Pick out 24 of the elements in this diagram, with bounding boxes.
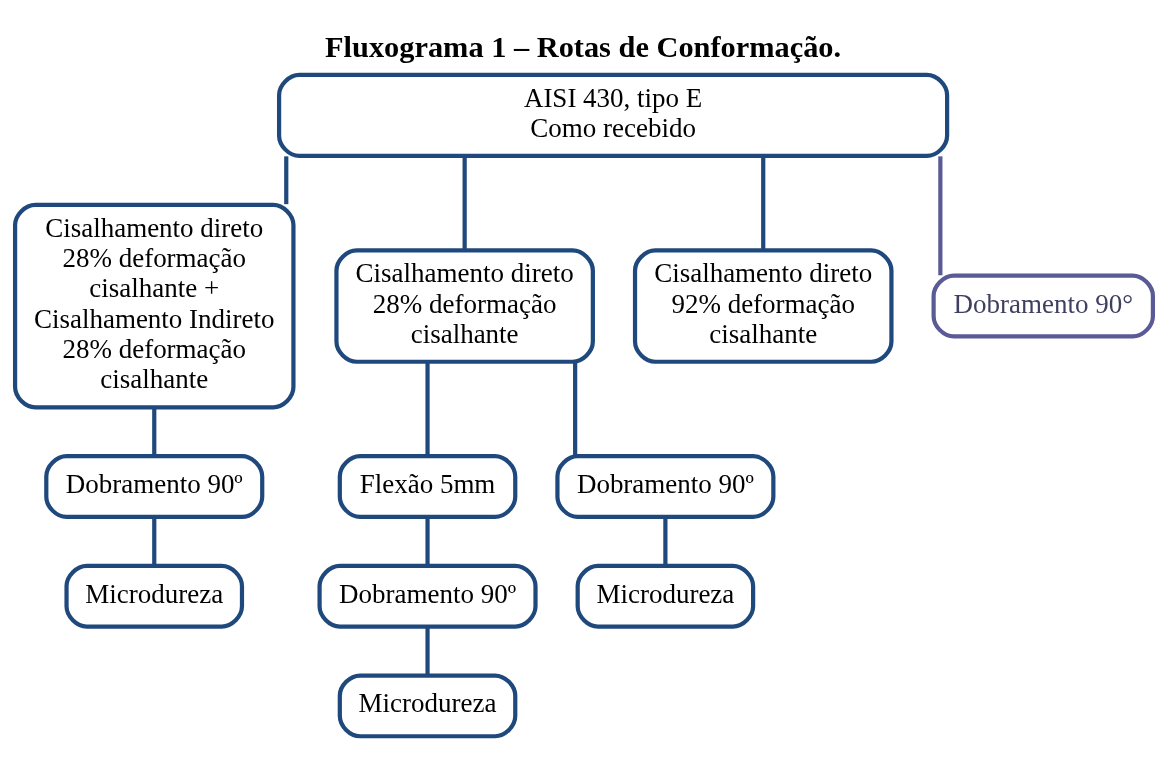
node-box: Microdureza: [575, 563, 756, 629]
connector: [425, 362, 430, 456]
connector: [425, 626, 430, 676]
connector: [152, 517, 157, 566]
connector: [284, 156, 289, 205]
node-box: Cisalhamento direto 92% deformação cisalhante: [632, 248, 894, 364]
node-box: Cisalhamento direto 28% deformação cisalhante + Cisalhamento Indireto 28% deformação cisalhante: [13, 202, 296, 410]
node-box: Flexão 5mm: [337, 454, 518, 520]
connector: [938, 156, 943, 276]
node-box: Dobramento 90º: [317, 563, 538, 629]
node-box: Dobramento 90°: [931, 273, 1155, 339]
node-box: Dobramento 90º: [555, 454, 776, 520]
connector: [462, 156, 467, 251]
connector: [425, 517, 430, 566]
connector: [663, 517, 668, 566]
node-box: Microdureza: [64, 563, 245, 629]
node-box: AISI 430, tipo E Como recebido: [276, 72, 950, 159]
connector: [761, 156, 766, 251]
node-box: Microdureza: [337, 673, 518, 739]
node-box: Dobramento 90º: [44, 454, 265, 520]
connector: [573, 362, 578, 456]
diagram-title: Fluxograma 1 – Rotas de Conformação.: [325, 30, 842, 65]
connector: [152, 407, 157, 456]
node-box: Cisalhamento direto 28% deformação cisalhante: [334, 248, 595, 364]
